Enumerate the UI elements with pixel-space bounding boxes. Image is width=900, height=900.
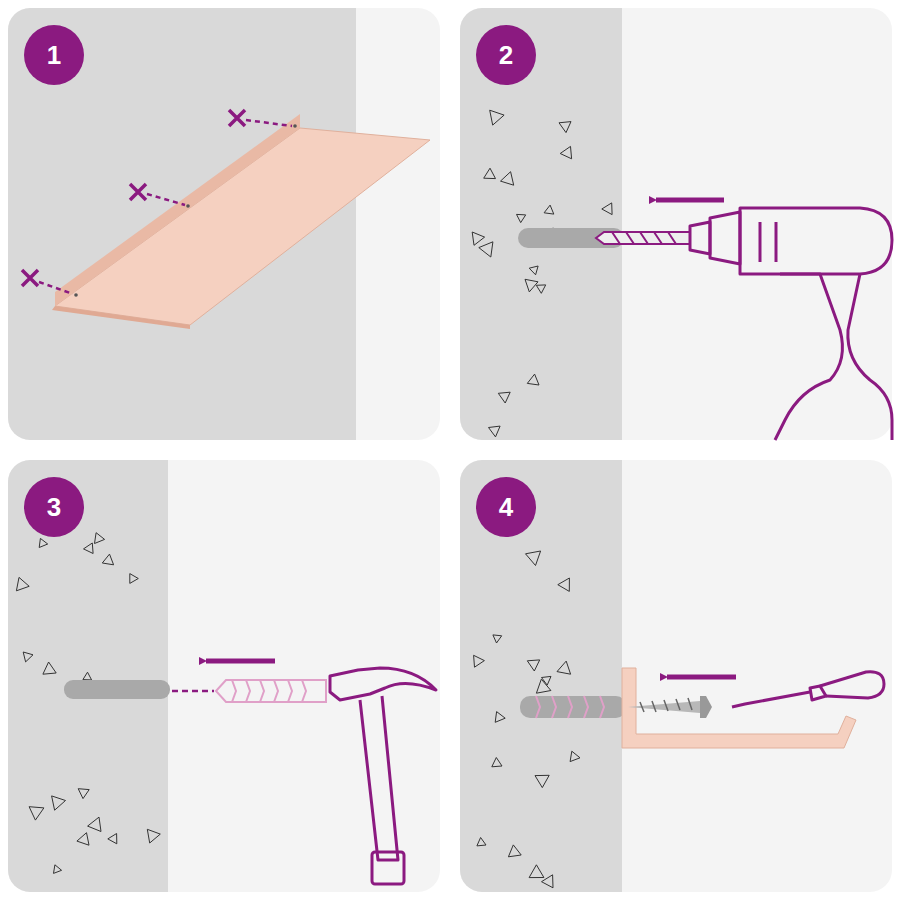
- step-number: 3: [47, 494, 61, 520]
- texture-speck: [529, 266, 538, 275]
- texture-speck: [602, 203, 612, 215]
- texture-speck: [52, 796, 66, 810]
- texture-speck: [16, 577, 29, 590]
- texture-speck: [501, 172, 514, 186]
- screwdriver: [732, 672, 884, 707]
- texture-speck: [43, 662, 56, 674]
- drill-bit: [596, 232, 690, 244]
- texture-speck: [54, 865, 62, 874]
- texture-speck: [498, 392, 510, 403]
- texture-speck: [495, 712, 505, 723]
- guide-line: [172, 690, 214, 693]
- texture-speck: [23, 652, 33, 662]
- step-number: 1: [47, 42, 61, 68]
- texture-speck: [490, 110, 504, 125]
- texture-speck: [489, 426, 501, 437]
- texture-speck: [560, 146, 571, 158]
- direction-arrow: [206, 659, 275, 664]
- texture-speck: [508, 845, 521, 857]
- step-number: 4: [499, 494, 513, 520]
- texture-speck: [542, 875, 554, 888]
- texture-speck: [95, 533, 105, 544]
- texture-speck: [477, 838, 486, 846]
- texture-speck: [558, 578, 570, 591]
- texture-speck: [83, 672, 92, 680]
- panel: [460, 8, 892, 440]
- texture-speck: [84, 543, 94, 554]
- direction-arrow: [656, 198, 724, 203]
- direction-arrow: [667, 675, 736, 680]
- texture-speck: [529, 865, 544, 878]
- texture-speck: [479, 242, 493, 257]
- texture-speck: [102, 554, 113, 565]
- texture-speck: [130, 574, 139, 584]
- texture-speck: [527, 660, 539, 671]
- texture-speck: [39, 538, 48, 547]
- texture-speck: [526, 551, 541, 566]
- texture-speck: [88, 817, 101, 831]
- wall-plug-ribs: [536, 696, 604, 718]
- texture-speck: [557, 661, 571, 674]
- hammer: [330, 668, 436, 884]
- texture-speck: [493, 635, 502, 643]
- texture-speck: [525, 279, 538, 292]
- step-number-circle: 4: [476, 477, 536, 537]
- texture-speck: [535, 775, 549, 787]
- shelf-bracket: [622, 668, 856, 748]
- panel: [8, 8, 440, 440]
- drill-hole: [64, 680, 170, 699]
- texture-speck: [570, 751, 580, 761]
- wall: [8, 460, 168, 892]
- panel: [460, 460, 892, 892]
- texture-speck: [492, 758, 502, 767]
- panel: [8, 460, 440, 892]
- texture-speck: [559, 122, 571, 133]
- wall-texture: [16, 110, 614, 888]
- drill-marks: [22, 110, 292, 294]
- screw: [628, 696, 712, 718]
- texture-speck: [536, 285, 545, 293]
- texture-speck: [517, 214, 526, 222]
- wall-plug: [520, 696, 626, 718]
- texture-speck: [77, 833, 89, 846]
- texture-speck: [536, 679, 551, 693]
- drill: [690, 208, 892, 440]
- step-number-circle: 3: [24, 477, 84, 537]
- texture-speck: [147, 829, 160, 843]
- step-number-circle: 1: [24, 25, 84, 85]
- wall: [460, 460, 622, 892]
- texture-speck: [472, 232, 484, 245]
- texture-speck: [484, 168, 496, 178]
- wall-plug: [216, 680, 326, 702]
- texture-speck: [527, 374, 539, 385]
- step-number: 2: [499, 42, 513, 68]
- texture-speck: [29, 807, 44, 820]
- texture-speck: [78, 789, 89, 799]
- texture-speck: [108, 834, 117, 844]
- step-number-circle: 2: [476, 25, 536, 85]
- wall: [460, 8, 622, 440]
- texture-speck: [474, 655, 485, 667]
- texture-speck: [544, 205, 554, 214]
- shelf: [52, 114, 430, 329]
